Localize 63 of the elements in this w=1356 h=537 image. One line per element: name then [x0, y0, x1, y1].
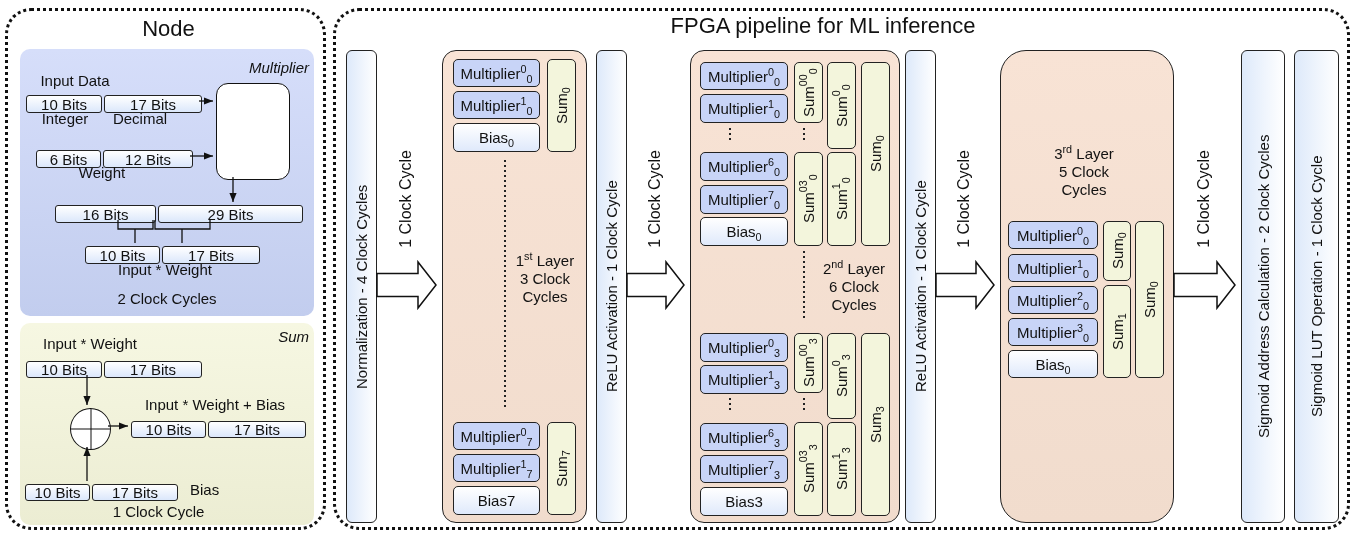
- cycle-note: 2 Clock Cycles: [116, 290, 218, 308]
- edge-label: 1 Clock Cycle: [955, 150, 973, 248]
- edge-label: 1 Clock Cycle: [396, 150, 415, 248]
- cycle-note: 1 Clock Cycle: [111, 503, 206, 521]
- block-arrow: [626, 259, 685, 311]
- bit-field-box: 10 Bits: [26, 361, 102, 378]
- bit-field-box: 12 Bits: [103, 150, 193, 168]
- arrow: [198, 97, 214, 105]
- panel-title: Node: [141, 16, 196, 43]
- bit-field-box: 17 Bits: [162, 246, 260, 264]
- bit-field-box: 10 Bits: [26, 95, 102, 113]
- bit-field-box: 10 Bits: [25, 484, 90, 501]
- field-label: Decimal: [111, 110, 169, 127]
- bracket-connector: [154, 219, 211, 244]
- layer-title: 2$^{nd}$ Layer 6 Clock Cycles: [821, 260, 887, 314]
- stage-bar: Sigmoid LUT Operation - 1 Clock Cycle: [1294, 50, 1339, 523]
- panel-title: FPGA pipeline for ML inference: [669, 13, 977, 40]
- arrow: [83, 446, 91, 482]
- field-label: Input Data: [39, 72, 111, 89]
- layer-block: [442, 50, 587, 523]
- block-arrow: [1173, 259, 1236, 311]
- bias-box: Bias7: [453, 486, 540, 515]
- processing-block: [216, 83, 290, 180]
- bias-box: Bias$_{0}$: [1008, 350, 1098, 378]
- stage-bar: ReLU Activation - 1 Clock Cycle: [596, 50, 627, 523]
- edge-label: 1 Clock Cycle: [1194, 150, 1213, 248]
- stage-bar: Sigmoid Address Calculation - 2 Clock Cycles: [1241, 50, 1285, 523]
- arrow: [107, 422, 129, 430]
- bit-field-box: 17 Bits: [92, 484, 178, 501]
- layer-block: [1000, 50, 1174, 523]
- bit-field-box: 10 Bits: [131, 421, 206, 438]
- stage-bar: Normalization - 4 Clock Cycles: [346, 50, 377, 523]
- bit-field-box: 10 Bits: [85, 246, 160, 264]
- field-label: Input * Weight: [42, 335, 138, 352]
- layer-block: [690, 50, 900, 523]
- bias-box: Bias$_{0}$: [700, 217, 788, 246]
- bit-field-box: 17 Bits: [104, 95, 202, 113]
- block-arrow: [935, 259, 995, 311]
- adder-symbol: [70, 408, 111, 450]
- arrow: [229, 176, 237, 203]
- section-tag: Multiplier: [183, 59, 309, 77]
- section-tag: Sum: [203, 328, 309, 346]
- section-panel: [20, 49, 314, 316]
- layer-title: 1$^{st}$ Layer 3 Clock Cycles: [514, 252, 576, 306]
- bit-field-box: 16 Bits: [55, 205, 156, 223]
- layer-title: 3$^{rd}$ Layer 5 Clock Cycles: [1053, 145, 1115, 199]
- field-label: Bias: [190, 481, 221, 498]
- bit-field-box: 29 Bits: [158, 205, 303, 223]
- arrow: [83, 374, 91, 406]
- bit-field-box: 6 Bits: [36, 150, 101, 168]
- bias-box: Bias3: [700, 487, 788, 516]
- stage-bar: ReLU Activation - 1 Clock Cycle: [905, 50, 936, 523]
- field-label: Integer: [40, 110, 90, 127]
- edge-label: 1 Clock Cycle: [645, 150, 664, 248]
- arrow: [189, 152, 214, 160]
- bracket-connector: [117, 219, 154, 244]
- block-arrow: [376, 259, 437, 311]
- bias-box: Bias$_{0}$: [453, 123, 540, 152]
- section-panel: [20, 323, 314, 525]
- bit-field-box: 17 Bits: [104, 361, 202, 378]
- field-label: Input * Weight: [117, 261, 213, 278]
- field-label: Input * Weight + Bias: [143, 396, 287, 413]
- bit-field-box: 17 Bits: [208, 421, 306, 438]
